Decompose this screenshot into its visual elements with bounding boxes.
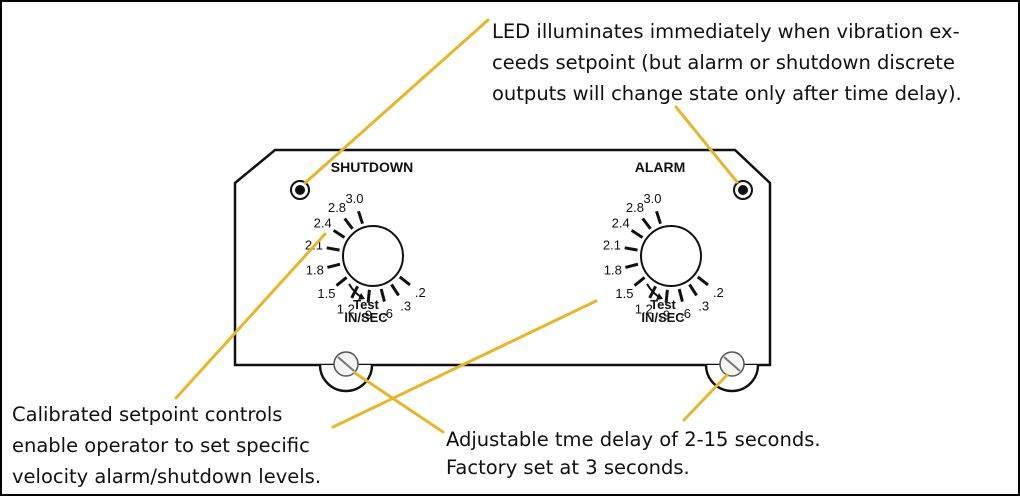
shutdown-dial-knob[interactable]	[342, 225, 404, 287]
shutdown-test-label: Test	[353, 297, 379, 312]
led-note: LED illuminates immediately when vibrati…	[492, 20, 962, 105]
alarm-tick-mark	[624, 246, 638, 252]
right-delay-screw-icon[interactable]	[719, 351, 745, 377]
delay-note-line: Factory set at 3 seconds.	[446, 456, 690, 479]
alarm-led-icon	[733, 180, 753, 200]
led-note-line: LED illuminates immediately when vibrati…	[492, 20, 960, 43]
shutdown-tick-label: 1.2	[337, 302, 355, 317]
shutdown-tick-label: .3	[400, 298, 411, 313]
delay-leader-line	[353, 371, 445, 434]
alarm-tick-mark	[625, 262, 639, 269]
shutdown-tick-mark	[379, 288, 386, 302]
alarm-tick-label: .9	[659, 308, 670, 323]
alarm-tick-mark	[696, 275, 709, 287]
shutdown-label: SHUTDOWN	[331, 159, 413, 175]
shutdown-tick-mark	[398, 275, 411, 287]
shutdown-tick-label: 1.5	[317, 286, 335, 301]
alarm-tick-label: .2	[713, 285, 724, 300]
alarm-tick-label: 1.2	[635, 302, 653, 317]
shutdown-tick-mark	[332, 229, 346, 239]
alarm-tick-mark	[677, 288, 684, 302]
shutdown-tick-label: .6	[382, 306, 393, 321]
shutdown-setpoint-dial[interactable]: .2.3.6.91.21.51.82.12.42.83.0 Test IN/SE…	[305, 191, 426, 325]
shutdown-tick-mark	[343, 217, 354, 230]
alarm-tick-mark	[630, 229, 644, 239]
shutdown-tick-label: .2	[415, 285, 426, 300]
alarm-unit-label: IN/SEC	[641, 310, 685, 325]
alarm-tick-label: 2.1	[603, 238, 621, 253]
shutdown-tick-mark	[327, 262, 341, 269]
delay-note: Adjustable tme delay of 2-15 seconds. Fa…	[446, 428, 821, 479]
shutdown-unit-label: IN/SEC	[344, 310, 388, 325]
shutdown-tick-mark	[390, 283, 400, 297]
alarm-label: ALARM	[635, 159, 686, 175]
alarm-tick-label: 2.4	[612, 215, 630, 230]
alarm-tick-mark	[688, 283, 698, 297]
shutdown-tick-label: 2.8	[328, 200, 346, 215]
alarm-tick-label: .6	[680, 306, 691, 321]
setpoint-note-line: Calibrated setpoint controls	[12, 403, 282, 426]
alarm-tick-label: 3.0	[643, 191, 661, 206]
alarm-test-arrowhead-icon	[656, 293, 663, 300]
shutdown-tick-label: 2.4	[314, 215, 332, 230]
alarm-tick-mark	[641, 217, 652, 230]
shutdown-tick-label: 1.8	[306, 263, 324, 278]
led-leader-line	[674, 105, 739, 184]
left-delay-tab	[318, 364, 374, 393]
shutdown-tick-label: 3.0	[345, 191, 363, 206]
shutdown-tick-mark	[366, 289, 371, 303]
alarm-tick-label: 1.8	[604, 263, 622, 278]
setpoint-leader-line	[331, 299, 598, 429]
alarm-tick-label: 2.8	[626, 200, 644, 215]
alarm-tick-label: .3	[698, 298, 709, 313]
led-leader-line	[303, 18, 490, 185]
left-delay-screw-icon[interactable]	[333, 351, 359, 377]
alarm-tick-label: 1.5	[615, 286, 633, 301]
shutdown-test-arrowhead-icon	[358, 293, 365, 300]
alarm-tick-mark	[633, 276, 646, 287]
shutdown-led-icon	[290, 180, 310, 200]
setpoint-leader-line	[174, 232, 327, 400]
led-note-line: ceeds setpoint (but alarm or shutdown di…	[492, 51, 955, 74]
led-note-line: outputs will change state only after tim…	[492, 82, 962, 105]
alarm-tick-mark	[664, 289, 669, 303]
setpoint-note: Calibrated setpoint controls enable oper…	[12, 403, 321, 488]
control-panel	[233, 148, 772, 367]
alarm-dial-knob[interactable]	[640, 225, 702, 287]
setpoint-note-line: enable operator to set specific	[12, 434, 310, 457]
shutdown-tick-mark	[335, 276, 348, 287]
alarm-tick-mark	[655, 210, 662, 225]
alarm-setpoint-dial[interactable]: .2 .3 .6 .9 1.21.5 1.8 2.1 2.42.83.0 Test IN/SE…	[603, 191, 724, 325]
shutdown-tick-mark	[357, 210, 364, 225]
shutdown-tick-label: .9	[361, 308, 372, 323]
setpoint-note-line: velocity alarm/shutdown levels.	[12, 465, 321, 488]
shutdown-tick-mark	[326, 246, 340, 252]
delay-note-line: Adjustable tme delay of 2-15 seconds.	[446, 428, 821, 451]
delay-leader-line	[682, 373, 729, 422]
alarm-test-label: Test	[650, 297, 676, 312]
